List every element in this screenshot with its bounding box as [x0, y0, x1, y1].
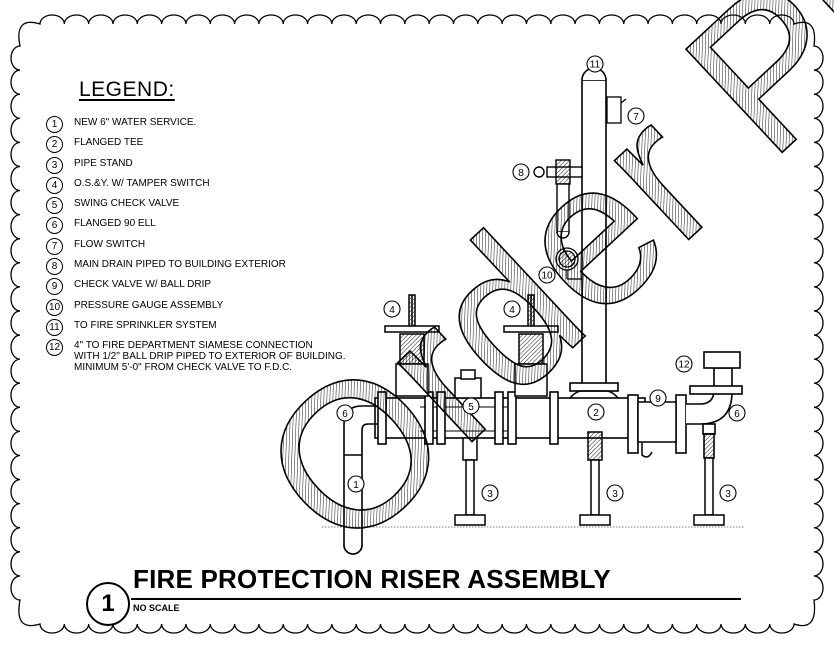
svg-text:7: 7 — [633, 112, 639, 123]
callout-4b: 4 — [503, 300, 521, 318]
legend-text: O.S.&Y. W/ TAMPER SWITCH — [74, 177, 210, 189]
legend-text: TO FIRE SPRINKLER SYSTEM — [74, 319, 217, 331]
svg-text:4: 4 — [389, 305, 395, 316]
svg-text:3: 3 — [487, 489, 493, 500]
legend-text: 4" TO FIRE DEPARTMENT SIAMESE CONNECTION… — [74, 340, 346, 374]
main-drain — [533, 159, 583, 239]
legend-number: 1 — [46, 116, 63, 133]
legend-item: 7 FLOW SWITCH — [46, 237, 376, 259]
legend-item: 3 PIPE STAND — [46, 156, 376, 178]
osy-valve-left — [384, 294, 440, 397]
callout-3b: 3 — [606, 484, 624, 502]
legend-text: FLANGED TEE — [74, 137, 144, 149]
pipe-stand — [579, 431, 611, 526]
callout-9: 9 — [649, 389, 667, 407]
legend-number: 4 — [46, 176, 63, 194]
svg-text:3: 3 — [612, 489, 618, 500]
legend-number: 2 — [46, 136, 63, 154]
svg-text:12: 12 — [678, 360, 690, 371]
callout-6a: 6 — [336, 404, 354, 422]
legend-item: 9 CHECK VALVE W/ BALL DRIP — [46, 278, 376, 299]
pipe-stand — [693, 457, 725, 526]
legend-item: 2 FLANGED TEE — [46, 136, 376, 157]
watermark-text: Order Pl — [219, 0, 834, 592]
pipe-stand — [454, 437, 486, 526]
callout-1: 1 — [347, 475, 365, 493]
callout-5: 5 — [462, 397, 480, 415]
fdc-connection — [686, 351, 743, 459]
svg-text:11: 11 — [590, 60, 601, 71]
swing-check-valve — [454, 369, 482, 399]
svg-text:2: 2 — [593, 408, 599, 419]
callout-11: 11 — [586, 55, 604, 73]
riser-pipe — [569, 67, 619, 399]
callout-12: 12 — [675, 355, 693, 373]
legend-number: 3 — [46, 156, 63, 174]
legend-text: CHECK VALVE W/ BALL DRIP — [74, 279, 212, 291]
callout-8: 8 — [512, 163, 530, 181]
legend-list: 1 NEW 6" WATER SERVICE. 2 FLANGED TEE 3 … — [46, 116, 376, 374]
flanges — [377, 391, 687, 454]
legend-number: 9 — [46, 278, 63, 296]
legend-text: SWING CHECK VALVE — [74, 198, 180, 210]
callout-3c: 3 — [719, 484, 737, 502]
legend-item: 12 4" TO FIRE DEPARTMENT SIAMESE CONNECT… — [46, 339, 376, 374]
check-valve-ball-drip — [637, 401, 677, 458]
legend-number: 8 — [46, 258, 63, 276]
pressure-gauge — [555, 247, 582, 280]
title-underline — [131, 598, 741, 600]
drawing-title: FIRE PROTECTION RISER ASSEMBLY — [133, 564, 611, 594]
legend-number: 5 — [46, 197, 63, 215]
legend-item: 1 NEW 6" WATER SERVICE. — [46, 116, 376, 137]
legend-text: PRESSURE GAUGE ASSEMBLY — [74, 299, 224, 311]
legend-text: FLOW SWITCH — [74, 238, 146, 250]
legend-number: 6 — [46, 217, 63, 235]
legend-item: 11 TO FIRE SPRINKLER SYSTEM — [46, 318, 376, 340]
detail-number: 1 — [86, 582, 130, 626]
scale-note: NO SCALE — [133, 603, 180, 613]
callout-7: 7 — [627, 107, 645, 125]
legend-text: NEW 6" WATER SERVICE. — [74, 117, 197, 128]
callout-3a: 3 — [481, 484, 499, 502]
svg-text:3: 3 — [725, 489, 731, 500]
legend-number: 7 — [46, 237, 63, 255]
svg-text:4: 4 — [509, 305, 515, 316]
svg-text:6: 6 — [734, 409, 740, 420]
legend-text: PIPE STAND — [74, 157, 133, 169]
legend-number: 11 — [46, 318, 63, 336]
legend-item: 8 MAIN DRAIN PIPED TO BUILDING EXTERIOR — [46, 258, 376, 279]
svg-text:1: 1 — [353, 480, 359, 491]
osy-valve-right — [503, 294, 559, 397]
svg-text:8: 8 — [518, 168, 524, 179]
callout-4a: 4 — [383, 300, 401, 318]
callout-6b: 6 — [728, 404, 746, 422]
svg-text:9: 9 — [655, 394, 661, 405]
callout-10: 10 — [538, 266, 556, 284]
legend-item: 6 FLANGED 90 ELL — [46, 217, 376, 238]
legend-item: 10 PRESSURE GAUGE ASSEMBLY — [46, 298, 376, 320]
flow-switch — [606, 96, 627, 124]
callout-2: 2 — [587, 403, 605, 421]
svg-text:6: 6 — [342, 409, 348, 420]
legend-title: LEGEND: — [79, 78, 175, 101]
legend-number: 10 — [46, 298, 63, 316]
legend-item: 4 O.S.&Y. W/ TAMPER SWITCH — [46, 176, 376, 198]
legend-text: MAIN DRAIN PIPED TO BUILDING EXTERIOR — [74, 259, 286, 271]
legend-text: FLANGED 90 ELL — [74, 218, 156, 230]
svg-text:5: 5 — [468, 402, 474, 413]
svg-text:10: 10 — [541, 271, 553, 282]
legend-number: 12 — [46, 339, 63, 357]
legend-item: 5 SWING CHECK VALVE — [46, 197, 376, 218]
